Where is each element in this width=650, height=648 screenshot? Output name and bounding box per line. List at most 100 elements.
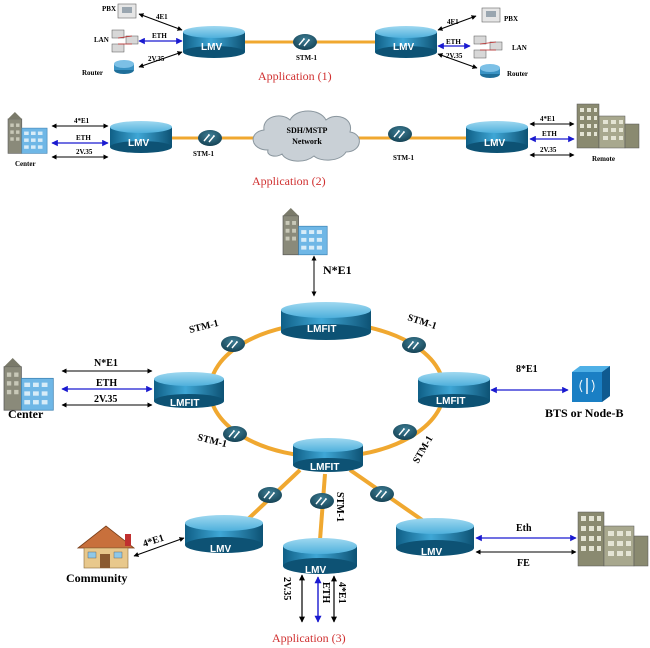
app3-bts-link-label: 8*E1 xyxy=(516,364,538,375)
app1-stm-icon xyxy=(292,33,318,51)
app3-stm-branch-left-icon xyxy=(257,486,283,504)
app1-router-left xyxy=(114,60,134,74)
app3-community-link-label: 4*E1 xyxy=(142,533,166,550)
app3-bottom-v35-label: 2V.35 xyxy=(281,577,292,600)
app3-lmv-left: LMV xyxy=(185,515,263,555)
app2-cloud-line1: SDH/MSTP xyxy=(287,126,328,135)
app1-right-v35-label: 2V.35 xyxy=(446,52,463,60)
app3-lmfit-left-label: LMFIT xyxy=(170,398,199,409)
app2-stm-left-label: STM-1 xyxy=(193,150,215,158)
app2-center-label: Center xyxy=(15,160,36,168)
app3-community-arrow xyxy=(133,537,185,557)
app3-stm-bottom-right-label: STM-1 xyxy=(411,434,436,465)
app3-lmfit-left: LMFIT xyxy=(154,372,224,409)
app3-stm-top-right-label: STM-1 xyxy=(406,312,438,332)
app1-left-v35-label: 2V.35 xyxy=(148,55,165,63)
app3-lmv-mid: LMV xyxy=(283,538,357,576)
app2-cloud: SDH/MSTP Network xyxy=(252,110,360,162)
app2-right-eth-label: ETH xyxy=(542,130,557,138)
app1-right-e1-arrow xyxy=(437,15,477,31)
app3-lmv-right-label: LMV xyxy=(421,547,442,558)
app1-stm-label: STM-1 xyxy=(296,54,318,62)
app3-caption: Application (3) xyxy=(272,631,346,645)
app2-right-v35-label: 2V.35 xyxy=(540,146,557,154)
app1-router-right xyxy=(480,64,500,78)
app1-left-e1-label: 4E1 xyxy=(156,13,168,21)
application-1: STM-1 LMV LMV PBX LAN xyxy=(82,3,528,83)
app1-right-lmv-label: LMV xyxy=(393,42,414,53)
app2-center-building xyxy=(7,111,48,154)
app3-center-v35-label: 2V.35 xyxy=(94,394,117,405)
app1-pbx-right-label: PBX xyxy=(504,15,518,23)
app3-top-e1-label: N*E1 xyxy=(323,263,352,277)
app2-stm-left-icon xyxy=(197,129,223,147)
app3-center-eth-label: ETH xyxy=(96,378,117,389)
app3-center-label: Center xyxy=(8,407,44,421)
app1-lan-right xyxy=(473,35,503,59)
app1-left-lmv-label: LMV xyxy=(201,42,222,53)
app2-remote-label: Remote xyxy=(592,155,615,163)
app3-bottom-eth-label: ETH xyxy=(320,582,331,603)
app1-lan-left-label: LAN xyxy=(94,36,109,44)
app1-left-lmv: LMV xyxy=(183,26,245,58)
app3-lmfit-bottom-label: LMFIT xyxy=(310,462,339,473)
app3-lmv-mid-label: LMV xyxy=(305,565,326,576)
app3-lmv-right: LMV xyxy=(396,518,474,558)
app1-right-lmv: LMV xyxy=(375,26,437,58)
application-2: STM-1 STM-1 SDH/MSTP Network LMV LMV Cen… xyxy=(7,103,640,188)
app1-caption: Application (1) xyxy=(258,69,332,83)
app3-lmv-left-label: LMV xyxy=(210,544,231,555)
app2-left-eth-label: ETH xyxy=(76,134,91,142)
app2-stm-right-icon xyxy=(387,125,413,143)
app1-right-eth-label: ETH xyxy=(446,38,461,46)
app3-lmfit-right-label: LMFIT xyxy=(436,396,465,407)
app3-right-fe-label: FE xyxy=(517,558,530,569)
app1-right-e1-label: 4E1 xyxy=(447,18,459,26)
app3-community-house xyxy=(76,525,136,569)
app3-community-label: Community xyxy=(66,571,127,585)
app1-left-eth-label: ETH xyxy=(152,32,167,40)
app1-left-v35-arrow xyxy=(138,51,183,68)
app1-lan-left xyxy=(111,29,139,53)
app3-top-building xyxy=(282,207,328,256)
app3-lmfit-top-label: LMFIT xyxy=(307,324,336,335)
app3-center-building xyxy=(3,357,55,411)
app2-left-v35-label: 2V.35 xyxy=(76,148,93,156)
app2-stm-right-label: STM-1 xyxy=(393,154,415,162)
app1-left-e1-arrow xyxy=(138,13,183,31)
application-3: STM-1 STM-1 STM-1 STM-1 STM-1 LMFIT LMFI… xyxy=(3,207,649,645)
app1-pbx-right xyxy=(481,7,501,23)
app1-right-v35-arrow xyxy=(437,53,478,69)
app3-lmfit-top: LMFIT xyxy=(281,302,371,340)
app3-bts-label: BTS or Node-B xyxy=(545,406,623,420)
app2-cloud-line2: Network xyxy=(292,137,322,146)
app3-right-building xyxy=(577,511,649,567)
app2-right-lmv: LMV xyxy=(466,121,528,153)
app2-left-e1-label: 4*E1 xyxy=(74,117,90,125)
app3-right-eth-label: Eth xyxy=(516,523,532,534)
app3-stm-top-left-icon xyxy=(220,335,246,353)
app3-center-e1-label: N*E1 xyxy=(94,358,118,369)
app2-right-e1-label: 4*E1 xyxy=(540,115,556,123)
app3-stm-branch-label: STM-1 xyxy=(334,492,345,522)
app1-router-right-label: Router xyxy=(507,70,528,78)
app2-right-lmv-label: LMV xyxy=(484,138,505,149)
app2-caption: Application (2) xyxy=(252,174,326,188)
app3-stm-branch-right-icon xyxy=(369,485,395,503)
app3-bts-device xyxy=(572,366,610,402)
app1-lan-right-label: LAN xyxy=(512,44,527,52)
app3-stm-top-right-icon xyxy=(401,336,427,354)
app2-left-lmv-label: LMV xyxy=(128,138,149,149)
app3-stm-bottom-right-icon xyxy=(392,423,418,441)
app3-lmfit-bottom: LMFIT xyxy=(293,438,363,473)
app1-pbx-left xyxy=(117,3,137,19)
app3-stm-branch-mid-icon xyxy=(309,492,335,510)
app1-router-left-label: Router xyxy=(82,69,103,77)
app1-pbx-left-label: PBX xyxy=(102,5,116,13)
app2-remote-building xyxy=(576,103,640,149)
app3-lmfit-right: LMFIT xyxy=(418,372,490,408)
app3-stm-top-left-label: STM-1 xyxy=(188,318,220,336)
app2-left-lmv: LMV xyxy=(110,121,172,153)
